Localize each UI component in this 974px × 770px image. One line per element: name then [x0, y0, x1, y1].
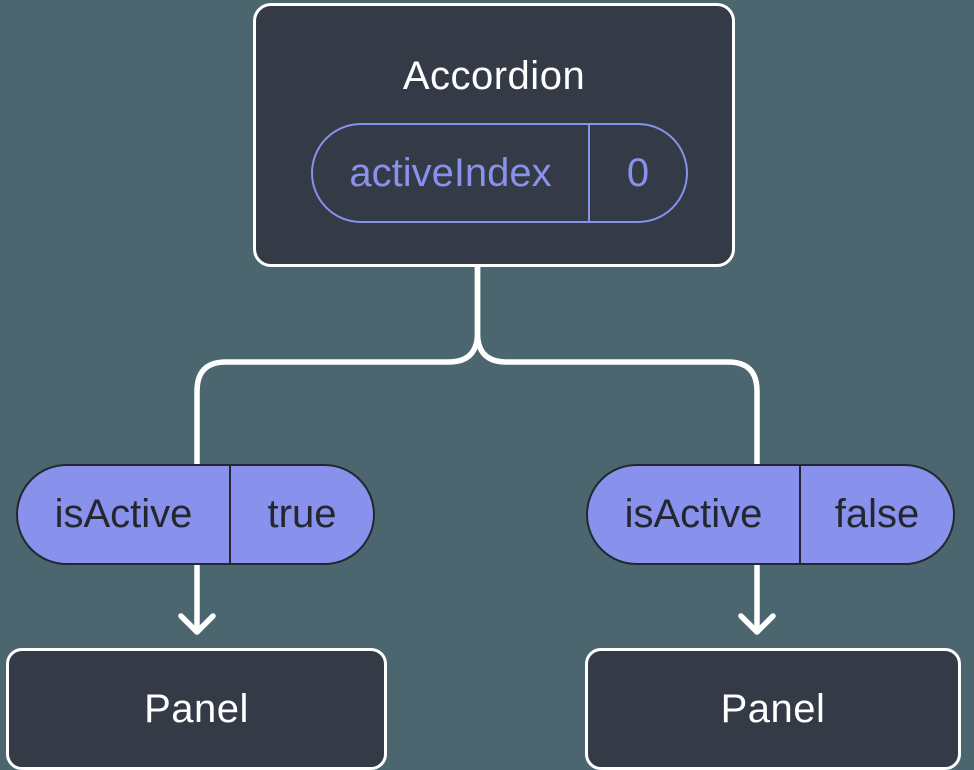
prop-pill-left-label: isActive	[18, 466, 231, 563]
prop-pill-right-value: false	[834, 492, 920, 536]
tree-edge-right	[474, 253, 760, 632]
arrow-down-left-icon	[178, 613, 216, 635]
prop-pill-right: isActive false	[586, 464, 955, 565]
prop-pill-left-value: true	[267, 492, 337, 536]
accordion-node: Accordion activeIndex 0	[253, 3, 735, 267]
prop-pill-right-label: isActive	[588, 466, 801, 563]
tree-edge-left	[194, 253, 481, 632]
state-pill-label: activeIndex	[313, 125, 590, 221]
state-pill-value: 0	[626, 150, 650, 195]
panel-right-title: Panel	[720, 686, 826, 731]
state-pill: activeIndex 0	[311, 123, 688, 223]
prop-pill-left: isActive true	[16, 464, 375, 565]
accordion-title: Accordion	[402, 54, 586, 98]
panel-node-left: Panel	[6, 648, 387, 770]
panel-left-title: Panel	[144, 686, 249, 731]
panel-node-right: Panel	[585, 648, 961, 770]
arrow-down-right-icon	[738, 613, 776, 635]
